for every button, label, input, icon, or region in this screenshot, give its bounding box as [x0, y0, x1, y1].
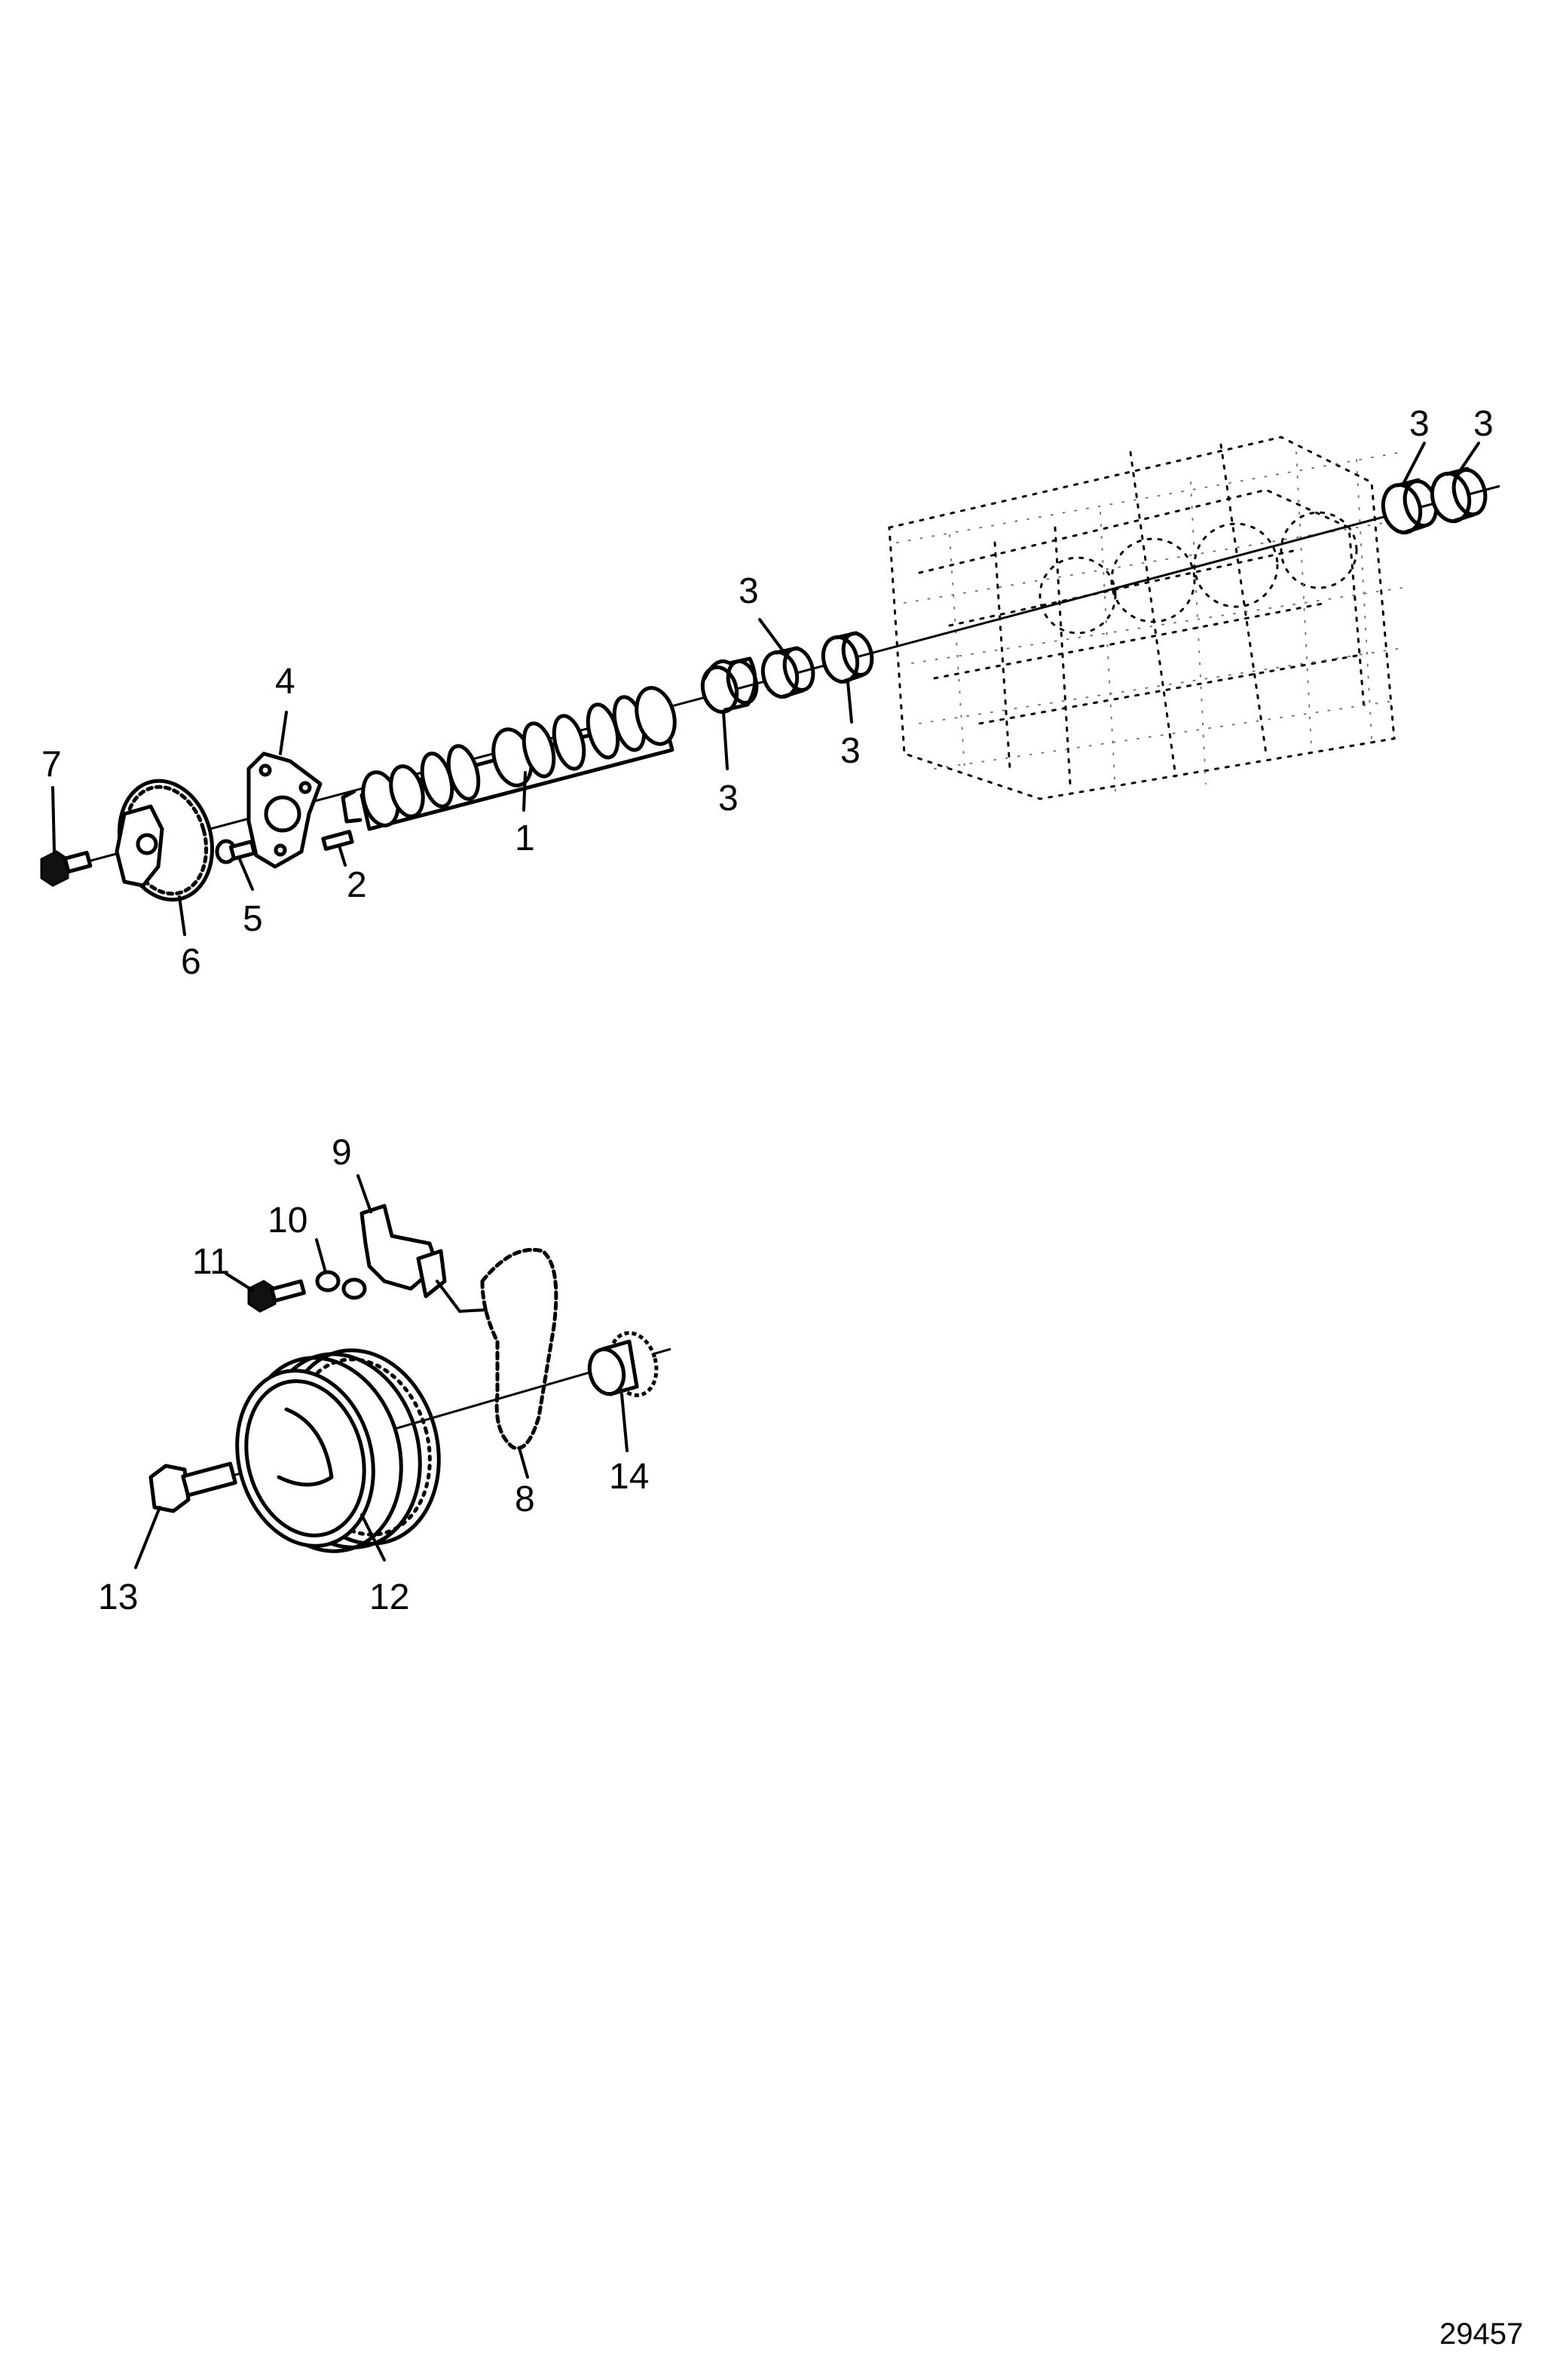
- callout-1: 1: [515, 818, 535, 858]
- plate-bolt: [215, 839, 257, 864]
- callout-3-bearing-e: 3: [1473, 404, 1494, 444]
- camshaft-sprocket: [115, 779, 215, 902]
- cam-bearing-5: [1430, 467, 1488, 524]
- callout-9: 9: [332, 1133, 352, 1173]
- callout-12: 12: [369, 1577, 409, 1617]
- cam-bearing-2: [760, 646, 815, 699]
- callout-5: 5: [243, 899, 263, 939]
- callout-3-bearing-b: 3: [739, 571, 759, 611]
- tensioner-bolt: [247, 1279, 306, 1313]
- sprocket-bolt: [40, 850, 93, 887]
- cam-bearing-1: [700, 656, 759, 714]
- callout-14: 14: [609, 1457, 649, 1497]
- camshaft: [341, 686, 677, 831]
- callout-10: 10: [268, 1201, 307, 1240]
- cam-bearing-3: [821, 631, 874, 684]
- callout-labels: 1 2 3 3 3 3 3 3 4 5 6 7 8 9 10 11 12 13 …: [41, 404, 1494, 1617]
- callout-8: 8: [515, 1479, 535, 1519]
- dowel-pin: [321, 830, 354, 851]
- cam-bearing-4: [1381, 478, 1439, 535]
- callout-6: 6: [181, 942, 201, 982]
- leader-lines: [51, 442, 1480, 1569]
- timing-chain: [480, 1247, 558, 1450]
- callout-3-bearing-c: 3: [840, 731, 861, 771]
- callout-3-bearing-d: 3: [1409, 404, 1430, 444]
- figure-id: 29457: [1439, 2317, 1523, 2351]
- callout-13: 13: [98, 1577, 138, 1617]
- callout-2: 2: [347, 865, 367, 905]
- callout-4: 4: [275, 662, 295, 702]
- balancer-bolt: [148, 1461, 237, 1513]
- crankshaft-balancer: [235, 1348, 441, 1553]
- retainer-plate: [246, 751, 323, 869]
- callout-3-bearing-a: 3: [718, 779, 739, 818]
- chain-tensioner: [359, 1204, 488, 1314]
- crankshaft-sprocket: [587, 1331, 659, 1397]
- callout-11: 11: [192, 1242, 230, 1282]
- engine-block: [888, 436, 1403, 800]
- cam-bearing-group: [700, 467, 1488, 714]
- callout-7: 7: [41, 745, 62, 785]
- washer: [315, 1270, 367, 1300]
- cam-lobes: [361, 686, 677, 827]
